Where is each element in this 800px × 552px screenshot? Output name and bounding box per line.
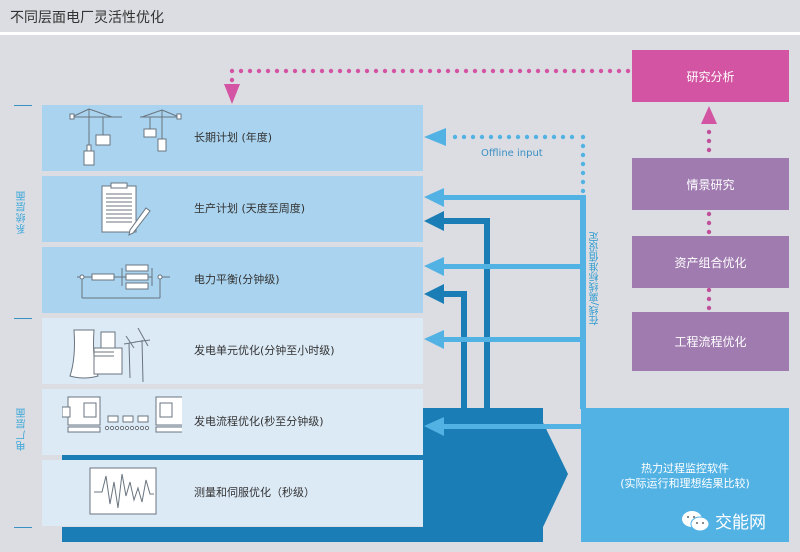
watermark: 交能网 — [681, 508, 766, 533]
dark-arrowhead-2 — [424, 211, 444, 231]
plant-bar-lower — [62, 527, 543, 542]
dark-line-1 — [461, 291, 467, 409]
online-offline-setpoint-label: 在线/离线标准值设定 — [590, 232, 601, 326]
scenario-study-box: 情景研究 — [632, 158, 789, 210]
portfolio-optimization-box: 资产组合优化 — [632, 236, 789, 288]
panel-label: 长期计划 (年度) — [194, 131, 273, 144]
panel-label: 测量和伺服优化（秒级） — [194, 486, 315, 499]
research-analysis-box: 研究分析 — [632, 50, 789, 102]
panel-label: 生产计划 (天度至周度) — [194, 202, 306, 215]
offline-dotted-line — [452, 134, 586, 194]
light-arrowhead-2 — [424, 257, 444, 276]
light-arrowhead-3 — [424, 330, 444, 349]
monitor-title: 热力过程监控软件 — [641, 462, 729, 475]
page-title: 不同层面电厂灵活性优化 — [10, 10, 164, 26]
dark-arrowhead-1 — [424, 284, 444, 304]
offline-arrowhead — [424, 128, 446, 146]
panel-measurement-servo: 测量和伺服优化（秒级） — [42, 460, 423, 526]
research-dotted-line — [229, 68, 631, 83]
light-arrowhead-4 — [424, 417, 444, 436]
title-divider — [0, 32, 800, 35]
panel-long-term-plan: 长期计划 (年度) — [42, 105, 423, 171]
wechat-icon — [682, 510, 710, 531]
level-tick-top — [14, 105, 32, 106]
level-tick-mid — [14, 318, 32, 319]
process-machines-icon — [62, 396, 182, 433]
circuit-icon — [77, 264, 170, 299]
panel-unit-optimization: 发电单元优化(分钟至小时级) — [42, 318, 423, 384]
panel-process-optimization: 发电流程优化(秒至分钟级) — [42, 389, 423, 455]
panel-label: 发电流程优化(秒至分钟级) — [194, 415, 324, 428]
research-down-arrowhead — [224, 84, 240, 104]
level-tick-bottom — [14, 527, 32, 528]
offline-input-label: Offline input — [481, 148, 543, 159]
light-vertical-line — [580, 195, 586, 409]
panel-label: 发电单元优化(分钟至小时级) — [194, 344, 335, 357]
panel-production-plan: 生产计划 (天度至周度) — [42, 176, 423, 242]
monitor-subtitle: (实际运行和理想结果比较) — [620, 477, 750, 490]
waveform-monitor-icon — [89, 467, 157, 515]
watermark-text: 交能网 — [715, 513, 766, 533]
cranes-icon — [69, 108, 182, 166]
title-bar — [0, 0, 800, 31]
research-up-arrowhead — [701, 106, 717, 124]
dark-chevron-arrow — [536, 408, 568, 542]
dark-line-2 — [484, 218, 490, 409]
clipboard-pencil-icon — [101, 182, 151, 236]
light-arrowhead-1 — [424, 188, 444, 207]
plant-bar-mid — [62, 455, 423, 460]
engineering-process-optimization-box: 工程流程优化 — [632, 312, 789, 371]
mauve-dotted-connectors — [706, 129, 712, 311]
thermal-monitoring-software-box: 热力过程监控软件 (实际运行和理想结果比较) 交能网 — [581, 408, 789, 542]
panel-power-balance: 电力平衡(分钟级) — [42, 247, 423, 313]
panel-label: 电力平衡(分钟级) — [194, 273, 280, 286]
power-plant-wind-turbines-icon — [69, 327, 151, 383]
